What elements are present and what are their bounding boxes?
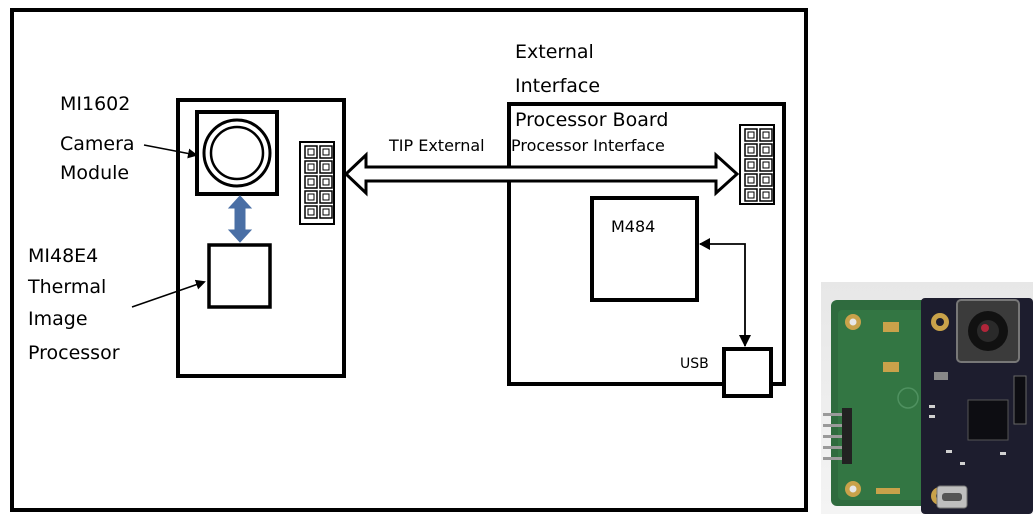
header-pin-inner (323, 164, 329, 170)
header-pin (305, 176, 317, 188)
camera-label-line-1: MI1602 (60, 93, 130, 115)
hardware-photo (821, 282, 1033, 514)
lens-inner-icon (211, 127, 263, 179)
usb-port-box (724, 349, 771, 396)
header-pin (745, 174, 757, 186)
header-pin (745, 159, 757, 171)
header-pin-inner (748, 147, 754, 153)
header-pin (320, 176, 332, 188)
lens-outer-icon (204, 120, 270, 186)
camera-label-line-3: Module (60, 162, 129, 184)
header-pin (305, 146, 317, 158)
header-pin-inner (323, 194, 329, 200)
header-pin (760, 189, 772, 201)
m484-label: M484 (611, 217, 655, 236)
thermal-label-line-4: Processor (28, 342, 120, 364)
header-pin (745, 189, 757, 201)
m484-chip (592, 198, 697, 300)
header-pin-inner (748, 177, 754, 183)
header-pin-inner (308, 194, 314, 200)
header-pin-inner (748, 162, 754, 168)
header-pin (320, 191, 332, 203)
mcu-usb-connection (699, 238, 751, 347)
header-pin-inner (763, 162, 769, 168)
camera-label-line-2: Camera (60, 133, 135, 155)
header-pin (745, 129, 757, 141)
header-pin-inner (763, 177, 769, 183)
header-pin (305, 206, 317, 218)
header-pin-inner (323, 149, 329, 155)
thermal-label-pointer (132, 282, 204, 307)
header-pin (760, 129, 772, 141)
camera-to-processor-arrow (229, 196, 251, 242)
link-label-left: TIP External (388, 136, 485, 155)
header-pin-inner (748, 132, 754, 138)
external-board-label-line-1: External (515, 41, 594, 63)
right-connector-header-icon (740, 125, 774, 204)
header-pin (760, 174, 772, 186)
header-pin (320, 146, 332, 158)
thermal-label-line-1: MI48E4 (28, 245, 98, 267)
left-connector-header-icon (300, 142, 334, 224)
header-pin (320, 206, 332, 218)
header-pin-inner (323, 179, 329, 185)
external-board-label-line-3: Processor Board (515, 109, 668, 131)
usb-label: USB (680, 356, 709, 372)
header-pin-inner (308, 149, 314, 155)
header-pin-inner (748, 192, 754, 198)
header-pin (745, 144, 757, 156)
thermal-label-line-3: Image (28, 308, 88, 330)
thermal-label-line-2: Thermal (27, 276, 106, 298)
header-pin-inner (308, 164, 314, 170)
header-pin (305, 161, 317, 173)
camera-label-pointer (144, 145, 196, 155)
link-label-right: Processor Interface (511, 136, 665, 155)
header-pin-inner (763, 132, 769, 138)
thermal-processor-box (209, 245, 270, 307)
header-pin-inner (323, 209, 329, 215)
header-pin-inner (763, 147, 769, 153)
external-board-label-line-2: Interface (515, 75, 600, 97)
outer-frame (12, 10, 806, 510)
header-pin (760, 144, 772, 156)
header-pin-inner (308, 179, 314, 185)
header-pin-inner (763, 192, 769, 198)
camera-module-box (197, 112, 277, 194)
tip-external-interface-arrow (346, 155, 737, 193)
header-pin (305, 191, 317, 203)
header-pin-inner (308, 209, 314, 215)
header-pin (320, 161, 332, 173)
header-pin (760, 159, 772, 171)
